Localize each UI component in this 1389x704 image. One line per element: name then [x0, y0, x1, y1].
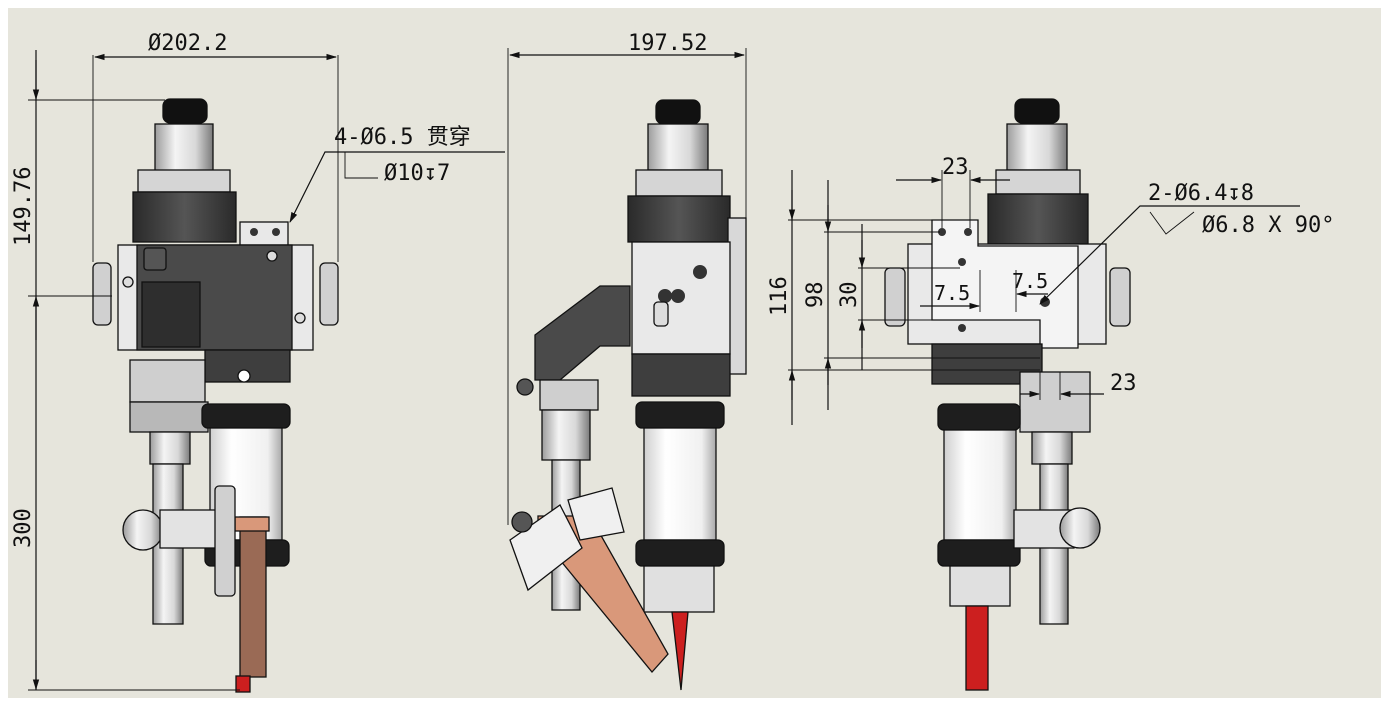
front-upper-cylinder — [154, 123, 214, 173]
front-upper-height-label: 149.76 — [11, 167, 36, 246]
side-main-tube — [643, 427, 717, 541]
side-view — [509, 99, 747, 691]
back-offset-left-label: 7.5 — [934, 281, 970, 305]
back-height-116-label: 116 — [767, 276, 792, 316]
back-mount-plate — [931, 219, 1079, 349]
back-red-nozzle — [965, 605, 989, 691]
front-clamp-block — [132, 191, 237, 243]
front-hole-callout-1: 4-Ø6.5 贯穿 — [334, 125, 471, 150]
back-height-98-label: 98 — [803, 282, 828, 309]
front-dimensions: Ø202.2 149.76 300 4-Ø6.5 贯穿 Ø10↧7 — [11, 31, 505, 691]
back-top-span-label: 23 — [942, 155, 969, 180]
front-view — [92, 98, 339, 693]
side-clamp-block — [627, 195, 731, 243]
back-view — [884, 98, 1131, 691]
front-side-knob — [122, 509, 164, 551]
back-height-30-label: 30 — [837, 282, 862, 309]
front-top-cap — [162, 98, 208, 124]
side-red-nozzle — [671, 611, 689, 691]
front-dark-ring — [201, 403, 291, 429]
front-hole-callout-2: Ø10↧7 — [384, 161, 450, 186]
front-top-width-label: Ø202.2 — [148, 31, 227, 56]
front-red-nozzle — [235, 675, 251, 693]
back-bottom-span-label: 23 — [1110, 371, 1137, 396]
back-main-tube — [943, 429, 1017, 541]
back-hole-callout-2: Ø6.8 X 90° — [1202, 213, 1334, 238]
side-angled-bracket — [534, 285, 631, 381]
back-hole-callout-1: 2-Ø6.4↧8 — [1148, 181, 1254, 206]
front-left-fitting — [92, 262, 112, 326]
side-dimensions: 197.52 — [507, 31, 747, 525]
side-top-cap — [655, 99, 701, 125]
front-right-fitting — [319, 262, 339, 326]
back-offset-right-label: 7.5 — [1012, 269, 1048, 293]
front-copper-feeder — [239, 516, 267, 678]
back-dimensions: 23 2-Ø6.4↧8 Ø6.8 X 90° 116 98 30 7.5 7.5 — [767, 155, 1334, 425]
back-side-knob — [1059, 507, 1101, 549]
front-lower-height-label: 300 — [11, 508, 36, 548]
side-top-width-label: 197.52 — [628, 31, 707, 56]
back-clamp-block — [987, 193, 1089, 245]
back-top-cap — [1014, 98, 1060, 124]
